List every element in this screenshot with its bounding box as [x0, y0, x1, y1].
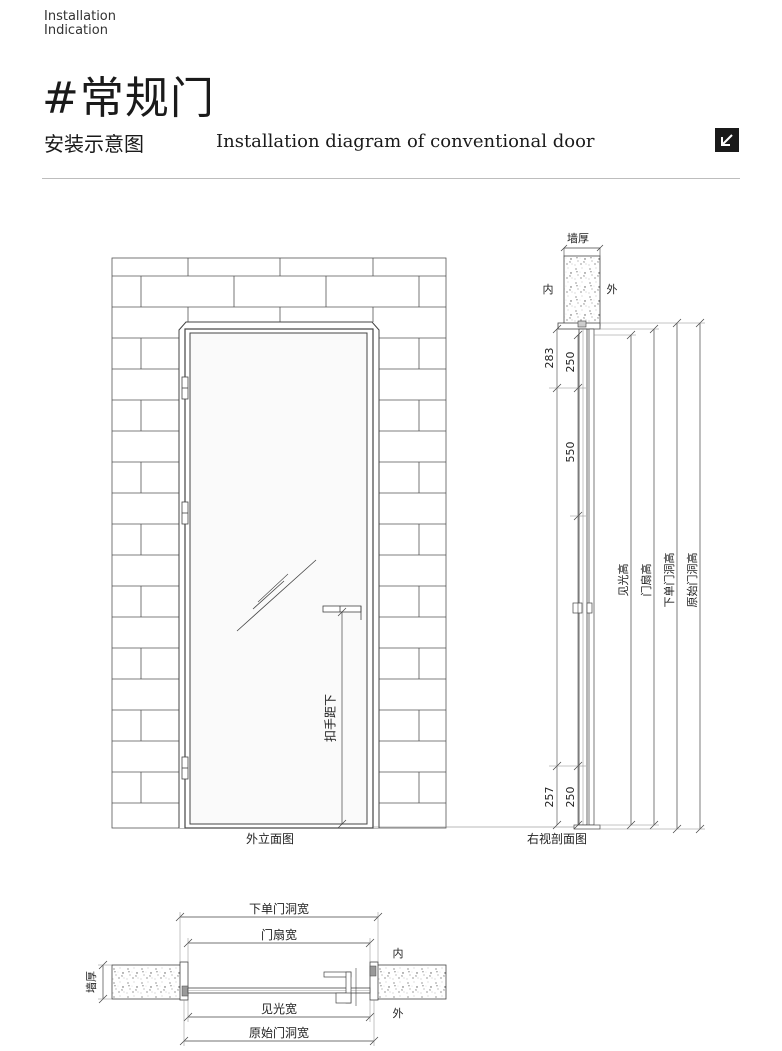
plan-section [98, 912, 447, 1046]
side-section [549, 244, 705, 834]
header-divider [42, 178, 740, 179]
dim-283: 283 [543, 348, 556, 369]
subtitle-en: Installation diagram of conventional doo… [216, 131, 595, 152]
handle-height-label: 扣手距下 [324, 694, 338, 742]
handle-height-dimension [337, 607, 347, 829]
front-view-caption: 外立面图 [246, 831, 294, 846]
section-label-line2: Indication [44, 23, 108, 38]
plan-inside-label: 内 [393, 946, 404, 960]
dim-250-top: 250 [564, 352, 577, 373]
inside-label: 内 [543, 282, 554, 296]
section-label-line1: Installation [44, 9, 117, 24]
plan-wall-thickness-label: 墙厚 [84, 971, 98, 993]
dim-257: 257 [543, 787, 556, 808]
page-title: #常规门 [42, 73, 215, 124]
lowered-opening-height-label: 下单门洞高 [662, 553, 676, 608]
subtitle-cn: 安装示意图 [44, 132, 144, 156]
dim-250-bottom: 250 [564, 787, 577, 808]
outside-label: 外 [607, 283, 618, 296]
section-label: Installation Indication [44, 10, 116, 38]
clear-width-label: 见光宽 [261, 1001, 297, 1016]
original-opening-height-label: 原始门洞高 [685, 553, 699, 608]
side-view-caption: 右视剖面图 [527, 831, 587, 846]
lowered-opening-width-label: 下单门洞宽 [249, 901, 309, 916]
door-frame [178, 321, 600, 829]
leaf-width-label: 门扇宽 [261, 927, 297, 942]
wall-thickness-label: 墙厚 [567, 231, 589, 245]
leaf-height-label: 门扇高 [639, 564, 653, 597]
dim-550: 550 [564, 442, 577, 463]
original-opening-width-label: 原始门洞宽 [249, 1025, 309, 1040]
arrow-down-left-icon[interactable] [715, 128, 739, 152]
hinge-icon [181, 376, 189, 780]
clear-height-label: 见光高 [616, 564, 630, 597]
plan-outside-label: 外 [393, 1007, 404, 1020]
